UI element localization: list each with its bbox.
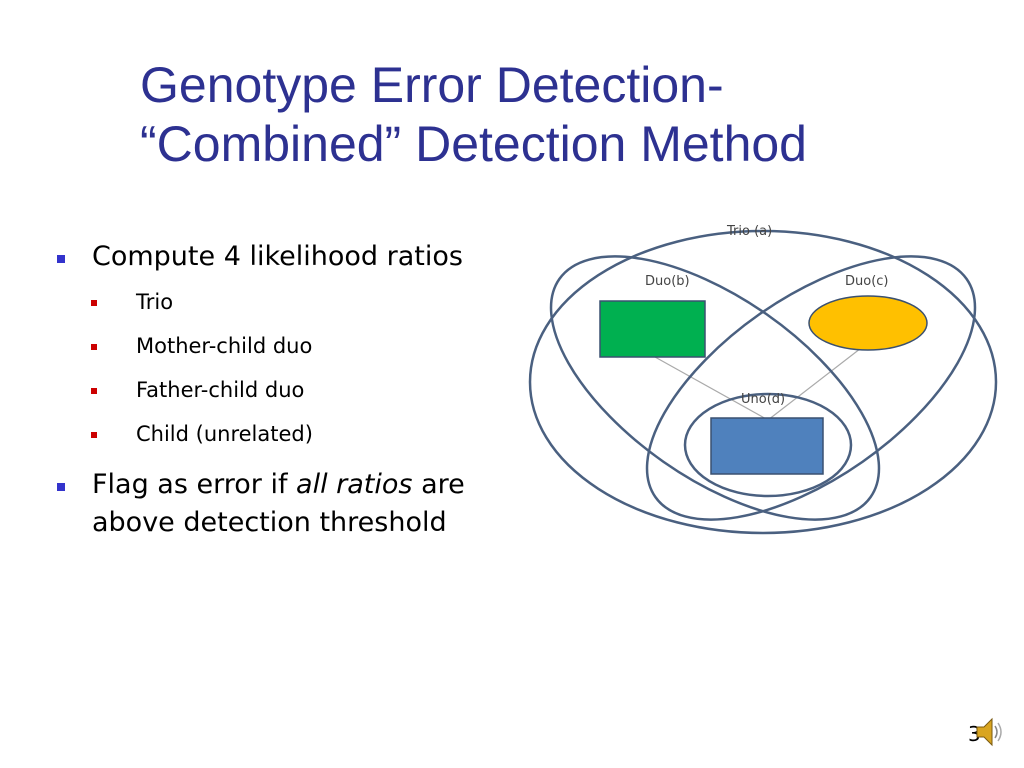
yellow-ellipse bbox=[808, 295, 928, 351]
title-line-1: Genotype Error Detection- bbox=[140, 57, 724, 113]
bullet-flag-error: Flag as error if all ratios are above de… bbox=[55, 466, 525, 542]
sub-bullet-child-unrelated: Child (unrelated) bbox=[92, 412, 525, 456]
sub-bullet-trio: Trio bbox=[92, 280, 525, 324]
venn-diagram: Trio (a) Duo(b) Duo(c) Uno(d) bbox=[528, 224, 998, 535]
sub-bullet-father-child: Father-child duo bbox=[92, 368, 525, 412]
sub-bullet-text: Father-child duo bbox=[136, 378, 305, 402]
duo-c-ellipse bbox=[645, 255, 977, 521]
bullet-compute-ratios: Compute 4 likelihood ratios Trio Mother-… bbox=[55, 238, 525, 456]
label-duo-b: Duo(b) bbox=[645, 274, 690, 289]
connector-green-to-uno bbox=[654, 356, 769, 421]
sub-bullet-text: Child (unrelated) bbox=[136, 422, 313, 446]
slide-title: Genotype Error Detection- “Combined” Det… bbox=[140, 56, 1000, 174]
uno-ellipse bbox=[683, 392, 853, 498]
blue-rectangle bbox=[710, 417, 824, 475]
label-duo-c: Duo(c) bbox=[845, 274, 889, 289]
label-uno: Uno(d) bbox=[741, 392, 785, 407]
bullet-text: Compute 4 likelihood ratios bbox=[92, 241, 463, 272]
bullet-text-italic: all ratios bbox=[296, 469, 413, 500]
sub-bullet-text: Mother-child duo bbox=[136, 334, 313, 358]
bullet-text-before: Flag as error if bbox=[92, 469, 297, 500]
title-line-2: “Combined” Detection Method bbox=[140, 116, 807, 172]
trio-ellipse bbox=[528, 229, 998, 535]
connector-yellow-to-uno bbox=[767, 344, 866, 421]
sub-bullet-text: Trio bbox=[136, 290, 174, 314]
green-rectangle bbox=[599, 300, 706, 358]
sub-bullet-mother-child: Mother-child duo bbox=[92, 324, 525, 368]
label-trio: Trio (a) bbox=[726, 224, 772, 239]
bullet-text-after: are above detection threshold bbox=[92, 469, 465, 538]
bullet-list: Compute 4 likelihood ratios Trio Mother-… bbox=[55, 238, 525, 552]
sub-bullet-list: Trio Mother-child duo Father-child duo C… bbox=[92, 280, 525, 456]
duo-b-ellipse bbox=[549, 255, 881, 521]
speaker-icon[interactable] bbox=[974, 714, 1006, 750]
